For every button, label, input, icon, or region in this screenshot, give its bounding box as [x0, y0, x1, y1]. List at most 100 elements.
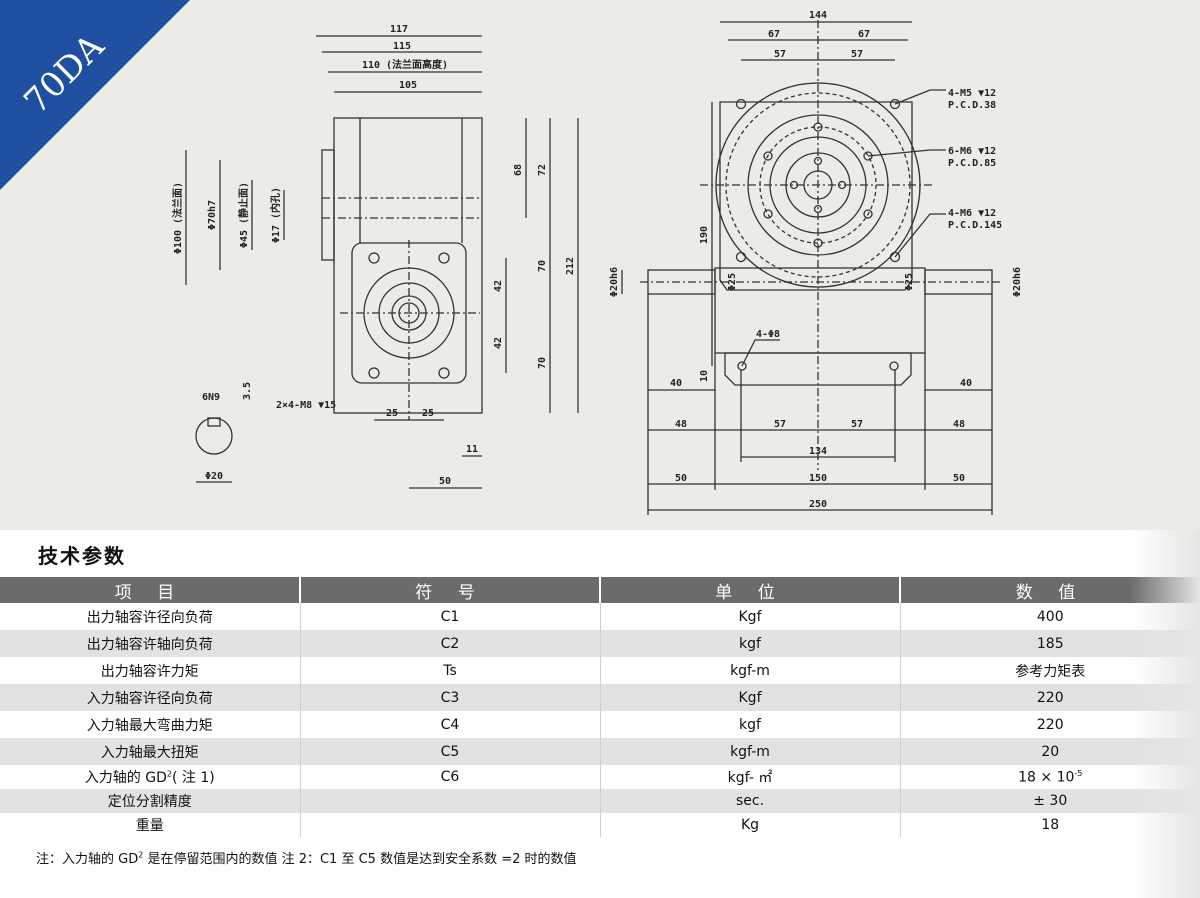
bolt-hole — [735, 98, 747, 110]
cell-item: 定位分割精度 — [0, 789, 301, 813]
side-view — [185, 35, 579, 489]
leader — [867, 149, 946, 157]
base-hole — [737, 361, 747, 371]
cell-unit: sec. — [600, 789, 901, 813]
dim-label: 67 — [768, 29, 780, 40]
dim-label: 6-M6 ▼12 — [948, 146, 996, 157]
cell-symbol: Ts — [300, 657, 601, 684]
dim-label: 6N9 — [202, 392, 220, 403]
dim-label: 70 — [537, 357, 548, 369]
front-view — [621, 20, 1000, 515]
spec-section: 技术参数 项 目 符 号 单 位 数 值 出力轴容许径向负荷 C1 Kgf 40… — [0, 530, 1200, 898]
note-sup: 2 — [138, 850, 144, 860]
item-prefix: 入力轴的 GD — [84, 770, 167, 786]
note-prefix: 注：入力轴的 GD — [36, 852, 139, 867]
cell-item: 入力轴最大扭矩 — [0, 738, 301, 765]
dim-label: 42 — [493, 337, 504, 349]
bolt-hole — [438, 252, 450, 264]
cell-value: 18 — [900, 813, 1200, 837]
dim-label: 117 — [390, 24, 408, 35]
bolt-hole — [863, 209, 873, 219]
front-body — [714, 267, 926, 354]
dim-label: 57 — [774, 419, 786, 430]
cell-unit: kgf — [600, 711, 901, 738]
side-view-labels: 117 115 110 (法兰面高度) 105 Φ100 (法兰面) Φ70h7… — [171, 24, 576, 487]
table-row: 入力轴容许径向负荷 C3 Kgf 220 — [0, 684, 1200, 711]
value-prefix: 18 × 10 — [1018, 769, 1075, 786]
bolt-hole — [763, 151, 773, 161]
cell-item: 出力轴容许轴向负荷 — [0, 630, 301, 657]
leader — [894, 213, 946, 258]
spec-table: 项 目 符 号 单 位 数 值 出力轴容许径向负荷 C1 Kgf 400 出力轴… — [0, 577, 1200, 837]
dim-label: 212 — [565, 257, 576, 275]
technical-drawing: 70DA — [0, 0, 1200, 530]
dim-label: 57 — [851, 419, 863, 430]
dim-label: Φ20h6 — [609, 267, 620, 297]
dim-label: 105 — [399, 80, 417, 91]
bolt-hole — [763, 209, 773, 219]
cell-unit: Kg — [600, 813, 901, 837]
item-sup: 2 — [166, 769, 172, 779]
bolt-hole — [889, 251, 901, 263]
cell-item: 出力轴容许力矩 — [0, 657, 301, 684]
dim-label: Φ20h6 — [1012, 267, 1023, 297]
spec-header-row: 项 目 符 号 单 位 数 值 — [0, 577, 1200, 603]
dim-label: 2×4-M8 ▼15 — [276, 400, 336, 411]
cell-symbol: C2 — [300, 630, 601, 657]
dim-label: 48 — [675, 419, 687, 430]
table-row: 入力轴最大扭矩 C5 kgf-m 20 — [0, 738, 1200, 765]
dim-label: 57 — [851, 49, 863, 60]
cell-value: 185 — [900, 630, 1200, 657]
cell-symbol: C1 — [300, 603, 601, 630]
cell-value: 18 × 10-5 — [900, 765, 1200, 789]
table-row: 入力轴最大弯曲力矩 C4 kgf 220 — [0, 711, 1200, 738]
dim-label: P.C.D.145 — [948, 220, 1002, 231]
table-row: 定位分割精度 sec. ± 30 — [0, 789, 1200, 813]
value-sup: -5 — [1074, 768, 1083, 778]
dim-label: 70 — [537, 260, 548, 272]
header-unit: 单 位 — [600, 577, 901, 603]
cell-symbol: C3 — [300, 684, 601, 711]
badge-triangle — [0, 0, 190, 190]
table-row: 入力轴的 GD2( 注 1) C6 kgf- ㎡ 18 × 10-5 — [0, 765, 1200, 789]
cell-item: 出力轴容许径向负荷 — [0, 603, 301, 630]
cell-unit: Kgf — [600, 684, 901, 711]
side-housing — [333, 117, 483, 414]
cell-unit: kgf-m — [600, 738, 901, 765]
dim-label: Φ25 — [904, 273, 915, 291]
bolt-hole — [368, 252, 380, 264]
dim-label: 67 — [858, 29, 870, 40]
dim-label: 48 — [953, 419, 965, 430]
dim-label: 150 — [809, 473, 827, 484]
table-row: 出力轴容许轴向负荷 C2 kgf 185 — [0, 630, 1200, 657]
bolt-hole — [889, 98, 901, 110]
header-symbol: 符 号 — [300, 577, 601, 603]
model-badge: 70DA — [0, 0, 190, 190]
dim-label: 57 — [774, 49, 786, 60]
bolt-hole — [438, 367, 450, 379]
dim-label: 42 — [493, 280, 504, 292]
cell-unit: Kgf — [600, 603, 901, 630]
cell-symbol: C5 — [300, 738, 601, 765]
dim-label: 50 — [675, 473, 687, 484]
dim-label: Φ17 (内孔) — [269, 187, 282, 243]
cell-value: 400 — [900, 603, 1200, 630]
dim-label: 4-Φ8 — [756, 329, 780, 340]
item-suffix: ( 注 1) — [171, 770, 215, 786]
dim-label: 4-M6 ▼12 — [948, 208, 996, 219]
cell-item: 入力轴的 GD2( 注 1) — [0, 765, 301, 789]
dim-label: 10 — [699, 370, 710, 382]
header-value: 数 值 — [900, 577, 1200, 603]
cell-unit: kgf-m — [600, 657, 901, 684]
dim-label: P.C.D.85 — [948, 158, 996, 169]
dim-label: 72 — [537, 164, 548, 176]
cell-value: 220 — [900, 711, 1200, 738]
cell-symbol: C6 — [300, 765, 601, 789]
dim-label: 50 — [953, 473, 965, 484]
cell-item: 重量 — [0, 813, 301, 837]
dim-label: Φ100 (法兰面) — [171, 182, 184, 254]
dim-label: 250 — [809, 499, 827, 510]
front-base — [724, 352, 912, 386]
spec-title: 技术参数 — [38, 544, 126, 568]
dim-label: 144 — [809, 10, 827, 21]
